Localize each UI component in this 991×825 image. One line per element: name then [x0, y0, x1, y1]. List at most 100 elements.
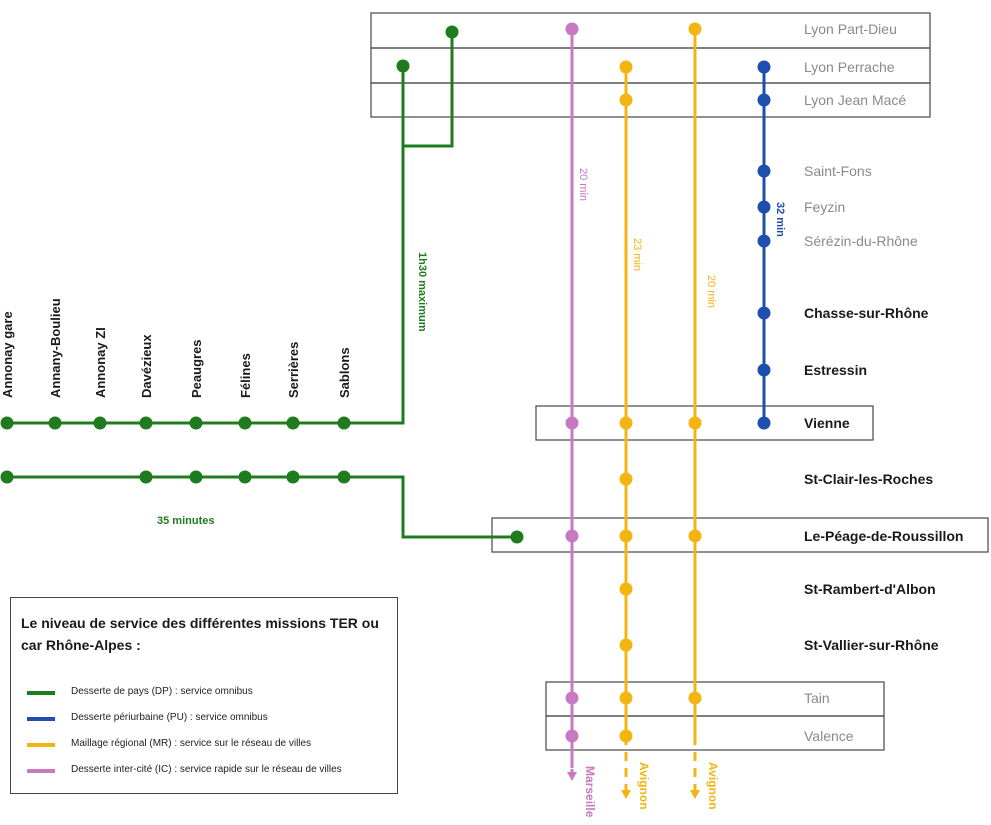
- station-dots: [0, 22, 771, 743]
- yellow2-stop-lyon-part-dieu: [688, 22, 702, 36]
- legend-label-dp: Desserte de pays (DP) : service omnibus: [71, 686, 253, 697]
- yellow2-stop-peage: [688, 529, 702, 543]
- station-label-estressin: Estressin: [804, 362, 867, 378]
- station-label-peage: Le-Péage-de-Roussillon: [804, 528, 963, 544]
- yellow1-stop-st-clair: [619, 472, 633, 486]
- blue-stop-lyon-perrache: [757, 60, 771, 74]
- legend-label-ic: Desserte inter-cité (IC) : service rapid…: [71, 764, 342, 775]
- yellow1-stop-valence: [619, 729, 633, 743]
- pink-stop-lyon-part-dieu: [565, 22, 579, 36]
- legend: Le niveau de service des différentes mis…: [10, 597, 398, 794]
- pink-stop-valence: [565, 729, 579, 743]
- station-label-lyon-jean-mace: Lyon Jean Macé: [804, 92, 906, 108]
- station-label-st-clair: St-Clair-les-Roches: [804, 471, 933, 487]
- box-lyon-jean-mace: [370, 82, 931, 118]
- box-valence: [545, 715, 885, 751]
- legend-title: Le niveau de service des différentes mis…: [21, 615, 379, 653]
- green-line-lyon: [5, 66, 405, 425]
- legend-label-pu: Desserte périurbaine (PU) : service omni…: [71, 712, 268, 723]
- yellow2-stop-tain: [688, 691, 702, 705]
- green-stop-upper-davezieux: [139, 416, 153, 430]
- box-vienne: [535, 405, 874, 441]
- yellow1-stop-peage: [619, 529, 633, 543]
- green-stop-lower-5: [337, 470, 351, 484]
- legend-swatch-pink: [27, 769, 55, 773]
- green-stop-upper-sablons: [337, 416, 351, 430]
- green-stop-perrache: [396, 59, 410, 73]
- station-label-serrieres: Serrières: [286, 342, 301, 398]
- duration-blue: 32 min: [774, 202, 786, 237]
- box-tain: [545, 681, 885, 717]
- legend-swatch-yellow: [27, 743, 55, 747]
- yellow2-stop-vienne: [688, 416, 702, 430]
- green-line-part-dieu-branch: [403, 32, 454, 148]
- green-stop-upper-annonay-boulieu: [48, 416, 62, 430]
- yellow1-stop-st-vallier: [619, 638, 633, 652]
- yellow1-stop-lyon-perrache: [619, 60, 633, 74]
- green-stop-upper-annonay-zi: [93, 416, 107, 430]
- green-stop-part-dieu: [445, 25, 459, 39]
- yellow1-stop-tain: [619, 691, 633, 705]
- station-label-st-vallier: St-Vallier-sur-Rhône: [804, 637, 939, 653]
- duration-green-lyon: 1h30 maximum: [416, 252, 428, 332]
- yellow-1-arrow: [621, 790, 631, 799]
- green-stop-peage: [510, 530, 524, 544]
- blue-stop-estressin: [757, 363, 771, 377]
- blue-stop-lyon-jean-mace: [757, 93, 771, 107]
- green-stop-upper-felines: [238, 416, 252, 430]
- station-label-annonay-boulieu: Annany-Boulieu: [48, 298, 63, 398]
- green-stop-lower-4: [286, 470, 300, 484]
- destination-pink: Marseille: [583, 766, 597, 818]
- green-stop-upper-serrieres: [286, 416, 300, 430]
- green-line-peage: [5, 475, 517, 539]
- station-label-valence: Valence: [804, 728, 854, 744]
- destination-yellow-1: Avignon: [637, 762, 651, 810]
- pink-stop-vienne: [565, 416, 579, 430]
- blue-stop-feyzin: [757, 200, 771, 214]
- duration-yellow-2: 20 min: [705, 275, 717, 308]
- station-label-felines: Félines: [238, 353, 253, 398]
- station-label-vienne: Vienne: [804, 415, 850, 431]
- destination-yellow-2: Avignon: [706, 762, 720, 810]
- station-boxes: [370, 12, 989, 751]
- duration-green-annonay: 35 minutes: [157, 515, 214, 527]
- legend-swatch-blue: [27, 717, 55, 721]
- station-label-tain: Tain: [804, 690, 830, 706]
- station-label-lyon-part-dieu: Lyon Part-Dieu: [804, 21, 897, 37]
- green-stop-lower-0: [0, 470, 14, 484]
- blue-stop-vienne: [757, 416, 771, 430]
- green-stop-upper-peaugres: [189, 416, 203, 430]
- legend-swatch-green: [27, 691, 55, 695]
- station-label-annonay-gare: Annonay gare: [0, 311, 15, 398]
- green-stop-lower-2: [189, 470, 203, 484]
- legend-label-mr: Maillage régional (MR) : service sur le …: [71, 738, 312, 749]
- station-label-st-rambert: St-Rambert-d'Albon: [804, 581, 936, 597]
- yellow1-stop-vienne: [619, 416, 633, 430]
- yellow-2-arrow: [690, 790, 700, 799]
- station-label-peaugres: Peaugres: [189, 339, 204, 398]
- station-label-feyzin: Feyzin: [804, 199, 845, 215]
- green-stop-upper-annonay-gare: [0, 416, 14, 430]
- yellow1-stop-lyon-jean-mace: [619, 93, 633, 107]
- blue-stop-saint-fons: [757, 164, 771, 178]
- duration-pink: 20 min: [577, 168, 589, 201]
- station-label-serezin: Sérézin-du-Rhône: [804, 233, 918, 249]
- station-label-chasse: Chasse-sur-Rhône: [804, 305, 929, 321]
- box-le-peage: [491, 517, 989, 553]
- green-stop-lower-1: [139, 470, 153, 484]
- station-label-annonay-zi: Annonay ZI: [93, 327, 108, 398]
- duration-yellow-1: 23 min: [631, 238, 643, 271]
- blue-stop-chasse: [757, 306, 771, 320]
- station-label-davezieux: Davézieux: [139, 334, 154, 398]
- station-label-sablons: Sablons: [337, 347, 352, 398]
- blue-stop-serezin: [757, 234, 771, 248]
- pink-stop-peage: [565, 529, 579, 543]
- pink-arrow: [567, 772, 577, 781]
- green-stop-lower-3: [238, 470, 252, 484]
- station-label-lyon-perrache: Lyon Perrache: [804, 59, 895, 75]
- yellow1-stop-st-rambert: [619, 582, 633, 596]
- pink-stop-tain: [565, 691, 579, 705]
- station-label-saint-fons: Saint-Fons: [804, 163, 872, 179]
